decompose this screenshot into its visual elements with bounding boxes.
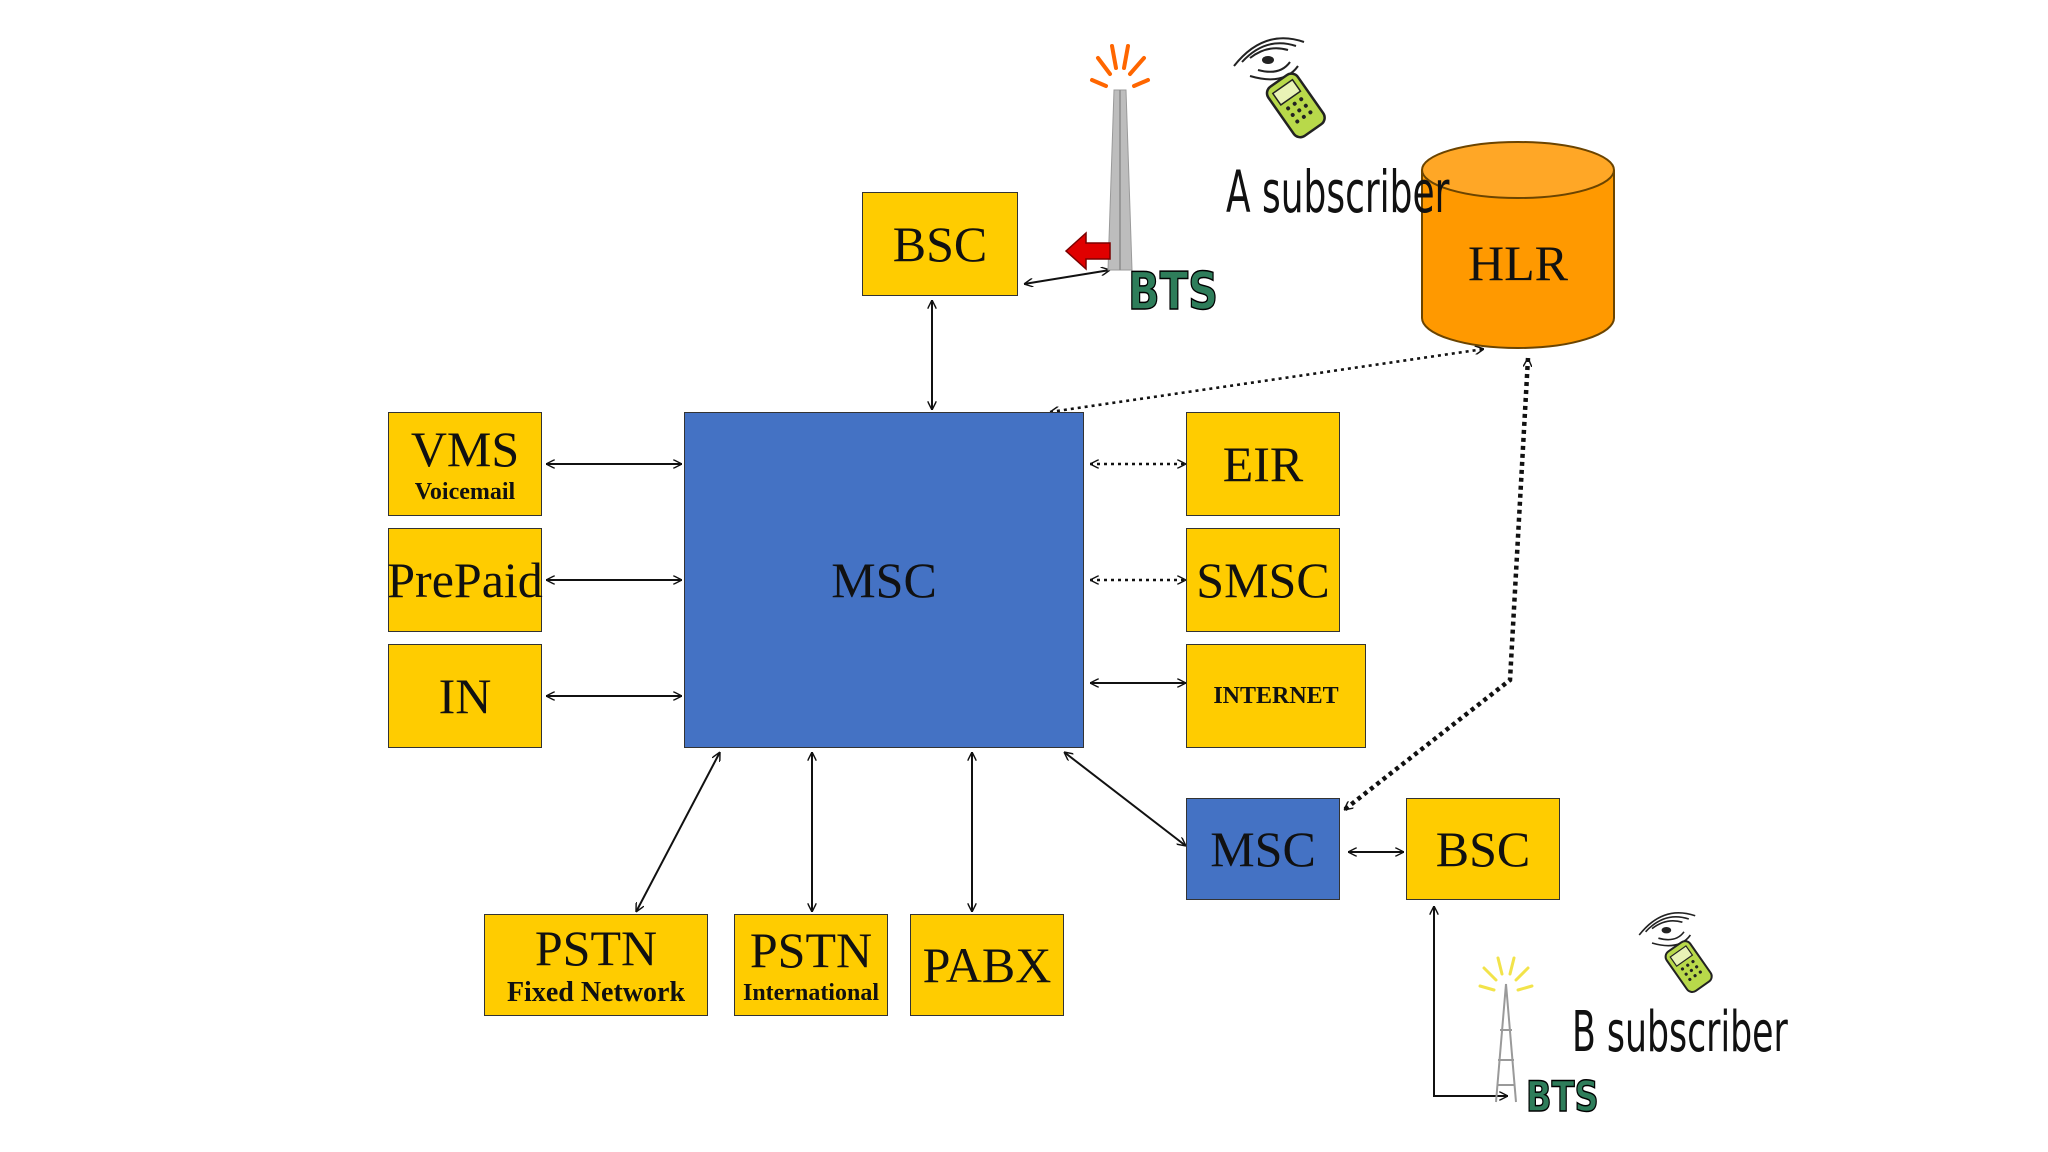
edge-bsc-bts-top xyxy=(1024,270,1110,284)
pstn-fixed-label: PSTN xyxy=(534,920,658,976)
msc-remote-node[interactable]: MSC xyxy=(1186,798,1340,900)
pstn-intl-sublabel: International xyxy=(742,980,879,1006)
pabx-node[interactable]: PABX xyxy=(910,914,1064,1016)
vms-sublabel: Voicemail xyxy=(414,479,516,505)
bts-bottom-label: BTS xyxy=(1525,1071,1599,1122)
a-subscriber-label: A subscriber xyxy=(1226,158,1450,226)
tower-icon-top xyxy=(1090,44,1150,271)
edge-msc-hlr xyxy=(1050,349,1484,412)
bsc-bottom-node[interactable]: BSC xyxy=(1406,798,1560,900)
internet-label: INTERNET xyxy=(1213,683,1339,709)
msc-remote-label: MSC xyxy=(1210,821,1316,877)
prepaid-node[interactable]: PrePaid xyxy=(387,528,543,632)
in-label: IN xyxy=(438,668,492,724)
bsc-top-label: BSC xyxy=(892,216,988,272)
pstn-fixed-sublabel: Fixed Network xyxy=(506,977,686,1008)
phone-icon-b xyxy=(1638,912,1713,993)
edge-bsc-bts-bottom xyxy=(1434,906,1508,1096)
eir-node[interactable]: EIR xyxy=(1186,412,1340,516)
bsc-top-node[interactable]: BSC xyxy=(862,192,1018,296)
pabx-label: PABX xyxy=(922,937,1052,993)
vms-label: VMS xyxy=(410,421,520,477)
bsc-bottom-label: BSC xyxy=(1435,821,1531,877)
pstn-fixed-node[interactable]: PSTN Fixed Network xyxy=(484,914,708,1016)
handover-arrow-icon xyxy=(1064,231,1111,271)
smsc-node[interactable]: SMSC xyxy=(1186,528,1340,632)
tower-icon-bottom xyxy=(1478,956,1534,1103)
eir-label: EIR xyxy=(1222,436,1304,492)
edge-msc-msc-remote xyxy=(1064,752,1186,846)
phone-icon-a xyxy=(1233,37,1326,139)
pstn-intl-node[interactable]: PSTN International xyxy=(734,914,888,1016)
internet-node[interactable]: INTERNET xyxy=(1186,644,1366,748)
hlr-label: HLR xyxy=(1468,235,1568,291)
b-subscriber-label: B subscriber xyxy=(1572,1000,1788,1065)
prepaid-label: PrePaid xyxy=(387,552,543,608)
vms-node[interactable]: VMS Voicemail xyxy=(388,412,542,516)
hlr-cylinder xyxy=(1421,141,1615,349)
bts-top-label: BTS xyxy=(1127,261,1219,323)
msc-main-node[interactable]: MSC xyxy=(684,412,1084,748)
in-node[interactable]: IN xyxy=(388,644,542,748)
edge-hlr-msc-remote xyxy=(1342,358,1528,812)
msc-main-label: MSC xyxy=(831,552,937,608)
pstn-intl-label: PSTN xyxy=(749,922,873,978)
smsc-label: SMSC xyxy=(1196,552,1330,608)
edge-msc-pstn-fixed xyxy=(635,752,721,912)
